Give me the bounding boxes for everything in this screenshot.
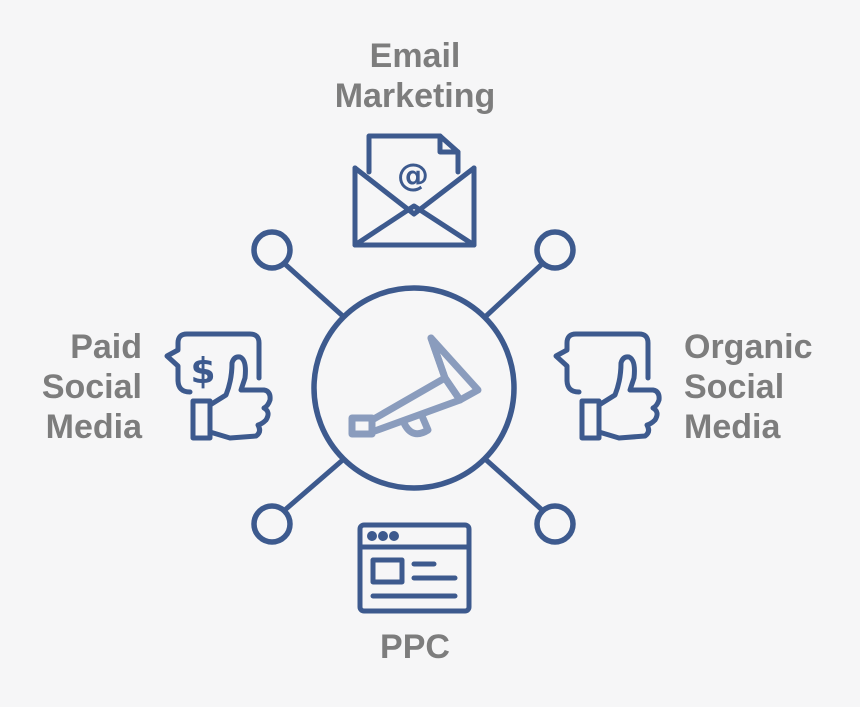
label-line: Marketing: [334, 77, 496, 115]
spokes: [283, 262, 544, 512]
megaphone-icon: [348, 334, 482, 438]
organic-thumbs-up-icon: [553, 331, 662, 441]
browser-image-block: [370, 557, 405, 585]
paid-thumbs-up-icon: $: [164, 331, 273, 441]
node-bottom-right: [534, 503, 576, 545]
spoke-bottom-right: [481, 455, 544, 512]
organic-thumb-cuff: [579, 398, 602, 441]
at-symbol: @: [397, 156, 429, 194]
browser-frame: [357, 522, 472, 614]
label-line: Organic: [684, 328, 813, 366]
label-line: Email: [369, 37, 461, 75]
label-line: Media: [684, 408, 781, 446]
end-nodes: [251, 229, 576, 545]
envelope-icon: @: [352, 133, 477, 248]
label-line: Social: [684, 368, 785, 406]
node-bottom-left: [251, 503, 293, 545]
browser-window-icon: [357, 522, 472, 614]
node-top-right: [534, 229, 576, 271]
label-ppc: PPC: [330, 627, 500, 667]
spoke-bottom-left: [283, 455, 348, 512]
spoke-top-left: [283, 262, 348, 321]
dollar-symbol: $: [190, 351, 215, 392]
label-email-marketing: Email Marketing: [260, 36, 570, 116]
node-top-left: [251, 229, 293, 271]
label-line: PPC: [380, 628, 450, 666]
label-line: Media: [45, 408, 142, 446]
label-paid-social-media: Paid Social Media: [0, 327, 142, 447]
hub-circle: [311, 285, 517, 491]
label-organic-social-media: Organic Social Media: [684, 327, 854, 447]
spoke-top-right: [481, 262, 544, 321]
label-line: Paid: [70, 328, 142, 366]
label-line: Social: [41, 368, 142, 406]
paid-thumb-cuff: [190, 398, 213, 441]
